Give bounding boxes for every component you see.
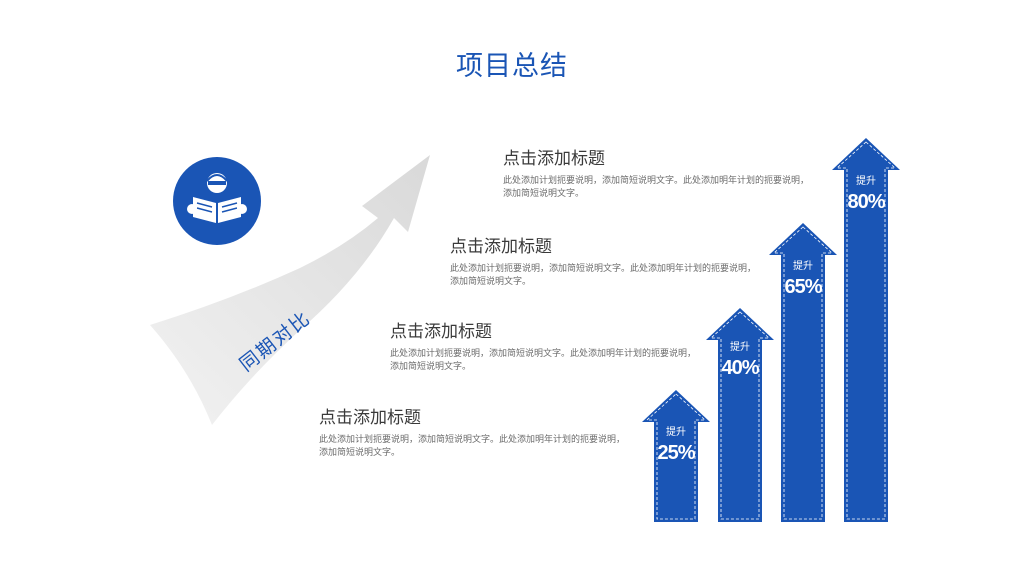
bar-label: 提升	[856, 176, 876, 187]
page-title: 项目总结	[456, 51, 568, 82]
up-arrow-icon	[706, 308, 774, 522]
bar-label: 提升	[730, 342, 750, 353]
bar-label: 提升	[793, 261, 813, 272]
item-title[interactable]: 点击添加标题	[390, 322, 492, 342]
item-title[interactable]: 点击添加标题	[503, 149, 605, 169]
up-arrow-icon	[769, 223, 837, 522]
item-description: 此处添加计划扼要说明，添加简短说明文字。此处添加明年计划的扼要说明，添加简短说明…	[390, 349, 697, 372]
arrow-bar-4: 提升 80%	[832, 138, 900, 522]
bar-percent: 65%	[784, 276, 822, 298]
item-description: 此处添加计划扼要说明，添加简短说明文字。此处添加明年计划的扼要说明，添加简短说明…	[503, 176, 810, 199]
item-description: 此处添加计划扼要说明，添加简短说明文字。此处添加明年计划的扼要说明，添加简短说明…	[319, 435, 626, 458]
item-block-4: 点击添加标题 此处添加计划扼要说明，添加简短说明文字。此处添加明年计划的扼要说明…	[319, 403, 639, 460]
arrow-bar-2: 提升 40%	[706, 308, 774, 522]
item-title[interactable]: 点击添加标题	[319, 408, 421, 428]
bar-label: 提升	[666, 427, 686, 438]
curved-arrow-shape	[150, 155, 430, 425]
up-arrow-icon	[832, 138, 900, 522]
item-description: 此处添加计划扼要说明，添加简短说明文字。此处添加明年计划的扼要说明，添加简短说明…	[450, 264, 757, 287]
bar-percent: 40%	[721, 357, 759, 379]
reading-person-icon	[173, 157, 261, 245]
item-block-3: 点击添加标题 此处添加计划扼要说明，添加简短说明文字。此处添加明年计划的扼要说明…	[390, 317, 710, 374]
item-title[interactable]: 点击添加标题	[450, 237, 552, 257]
arrow-bar-3: 提升 65%	[769, 223, 837, 522]
arrow-bar-1: 提升 25%	[642, 390, 710, 522]
bar-percent: 25%	[657, 442, 695, 464]
bar-percent: 80%	[847, 191, 885, 213]
item-block-1: 点击添加标题 此处添加计划扼要说明，添加简短说明文字。此处添加明年计划的扼要说明…	[503, 144, 823, 201]
up-arrow-icon	[642, 390, 710, 522]
item-block-2: 点击添加标题 此处添加计划扼要说明，添加简短说明文字。此处添加明年计划的扼要说明…	[450, 232, 770, 289]
